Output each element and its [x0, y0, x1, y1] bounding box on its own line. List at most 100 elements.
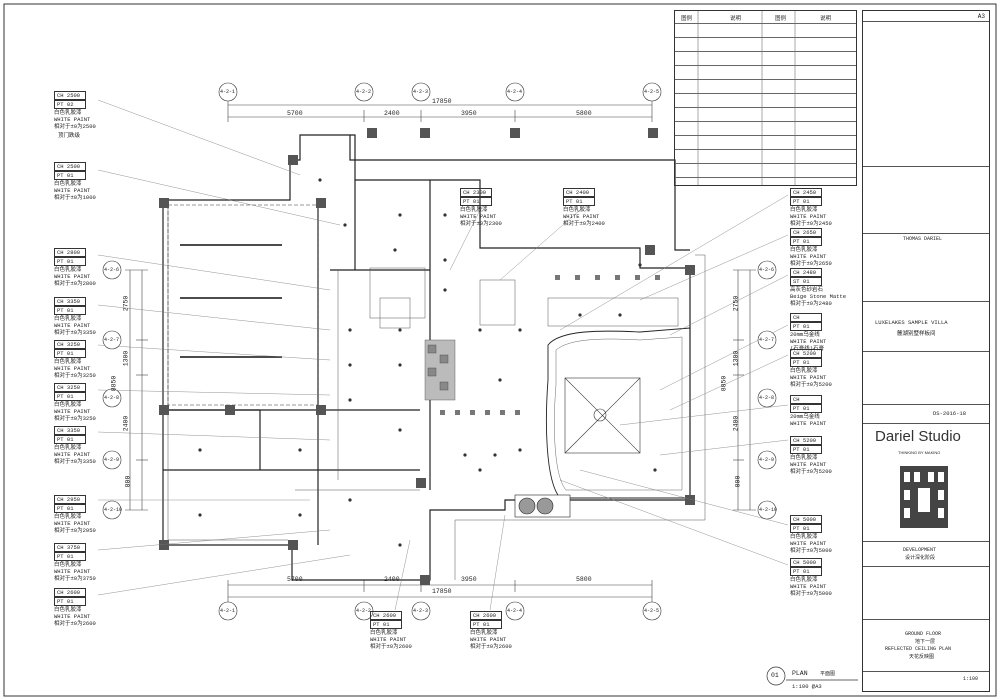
grid-label: 4-2-5 [644, 608, 660, 614]
tag-text: 白色乳胶漆 [54, 109, 82, 116]
skylight [564, 377, 641, 454]
legend-header: 说明 [820, 16, 832, 22]
dimension-sides [125, 269, 756, 511]
company-logo: Dariel Studio [875, 428, 961, 445]
tag-text: 相对于±0为2480 [790, 300, 832, 307]
grid-bubbles [102, 82, 777, 621]
tag-pt: PT 02 [54, 100, 86, 109]
tag-text: WHITE PAINT [790, 338, 827, 345]
walls [160, 134, 691, 581]
tag-text: 相对于±0为2300 [460, 220, 502, 227]
tag-ch: CH 3750 [54, 543, 86, 552]
tag-pt: PT 01 [54, 504, 86, 513]
tag-ch: CH 5000 [790, 515, 822, 524]
tag-text: 相对于±0为2450 [790, 220, 832, 227]
dim-left-1: 2750 [122, 295, 130, 312]
plan-scale: 1:100 @A3 [792, 683, 822, 690]
legend-table: 图例 说明 图例 说明 [674, 10, 857, 186]
tag-text: 白色乳胶漆 [790, 367, 818, 374]
tag-text: (石膏线)石膏 [790, 345, 825, 352]
drawing-title-2-cn: 天花反映图 [909, 654, 935, 660]
tag-text: WHITE PAINT [54, 187, 91, 194]
tag-text: 相对于±0为2400 [563, 220, 605, 227]
tag-text: 相对于±0为3350 [54, 329, 96, 336]
tag-text: 相对于±0为5000 [790, 547, 832, 554]
tag-pt: PT 01 [790, 404, 822, 413]
tag-text: 白色乳胶漆 [470, 629, 498, 636]
grid-label: 4-2-8 [759, 395, 775, 401]
tag-pt: PT 01 [563, 197, 595, 206]
dim-left-total: 8850 [110, 375, 118, 392]
tag-text: 20mm乌金线 [790, 413, 820, 420]
tag-text: 20mm乌金线 [790, 331, 820, 338]
tag-text: 相对于±0为2600 [370, 643, 412, 650]
tag-ch: CH 3250 [54, 340, 86, 349]
plan-title-cn: 平面图 [820, 671, 836, 677]
tag-pt: PT 01 [790, 524, 822, 533]
tag-text: 白色乳胶漆 [790, 576, 818, 583]
plan-title: PLAN [792, 670, 808, 677]
decor-pattern [424, 339, 456, 401]
tag-text: WHITE PAINT [54, 613, 91, 620]
tag-ch: CH 2300 [460, 188, 492, 197]
legend-header: 图例 [775, 16, 787, 22]
tag-text: WHITE PAINT [54, 408, 91, 415]
grid-label: 4-2-1 [220, 608, 236, 614]
grid-label: 4-2-4 [507, 89, 523, 95]
light-strips [180, 244, 282, 358]
dim-bottom-1: 5700 [287, 576, 303, 583]
tag-text: 相对于±0为2500 [54, 123, 96, 130]
drawing-title-2: REFLECTED CEILING PLAN [885, 646, 952, 652]
drawing-title-1: GROUND FLOOR [905, 631, 942, 637]
tag-text: WHITE PAINT [790, 374, 827, 381]
tag-text: 白色乳胶漆 [790, 246, 818, 253]
tag-text: 白色乳胶漆 [54, 606, 82, 613]
tag-text: 相对于±0为2800 [54, 280, 96, 287]
grid-label: 4-2-10 [759, 507, 778, 513]
grid-label: 4-2-9 [759, 457, 775, 463]
tag-text: 相对于±0为2600 [54, 620, 96, 627]
tag-pt: ST 01 [790, 277, 822, 286]
tag-pt: PT 01 [54, 257, 86, 266]
sheet-number: A3 [977, 13, 985, 20]
project-name-cn: 麓湖别墅样板间 [897, 330, 936, 337]
tag-text: 白色乳胶漆 [790, 533, 818, 540]
tag-text: WHITE PAINT [790, 213, 827, 220]
tag-pt: PT 01 [790, 197, 822, 206]
tag-text: WHITE PAINT [460, 213, 497, 220]
tag-ch: CH 2400 [563, 188, 595, 197]
tag-ch: CH 5200 [790, 436, 822, 445]
tag-ch: CH 2500 [54, 91, 86, 100]
tag-text: Beige Stone Matte [790, 293, 847, 300]
tag-text: WHITE PAINT [470, 636, 507, 643]
drawing-number: DS-2016-18 [933, 410, 967, 417]
tag-pt: PT 01 [790, 322, 822, 331]
tag-ch: CH 3350 [54, 426, 86, 435]
dim-bottom-3: 3950 [461, 576, 477, 583]
tag-text: WHITE PAINT [54, 520, 91, 527]
tag-text: 白色乳胶漆 [54, 358, 82, 365]
tag-text: 白色乳胶漆 [54, 180, 82, 187]
tag-ch: CH 2500 [54, 162, 86, 171]
left-note: 顶门跌级 [58, 132, 81, 139]
tag-text: 相对于±0为5200 [790, 468, 832, 475]
tag-text: 白色乳胶漆 [790, 454, 818, 461]
dim-right-1: 2750 [732, 295, 740, 312]
grid-label: 4-2-9 [104, 457, 120, 463]
tag-ch: CH 2600 [370, 611, 402, 620]
tag-pt: PT 01 [790, 358, 822, 367]
